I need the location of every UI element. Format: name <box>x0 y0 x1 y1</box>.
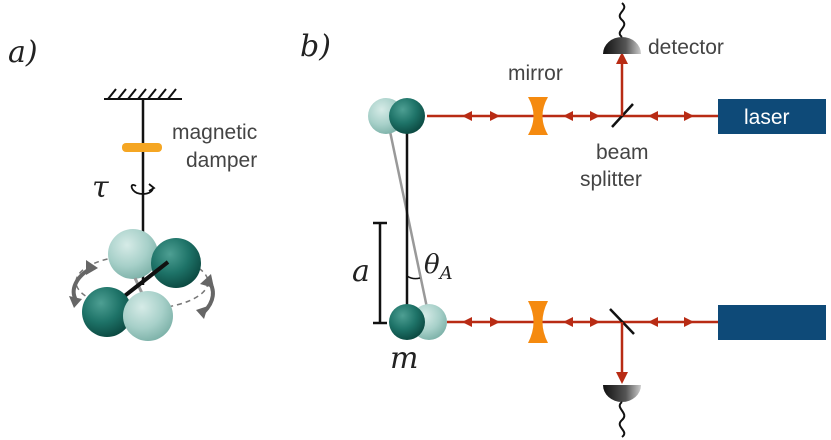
mirror-label: mirror <box>508 62 563 85</box>
top-mirror <box>528 97 548 135</box>
sphere-light-back <box>108 229 158 279</box>
signal-squiggle-icon <box>618 2 626 38</box>
bottom-mirror <box>528 301 548 343</box>
beam-splitter-label-2: splitter <box>580 168 642 191</box>
ceiling-hatch-icon <box>104 88 182 100</box>
top-laser <box>718 99 826 134</box>
top-sphere-dark <box>389 98 425 134</box>
bottom-detector-icon <box>603 385 641 402</box>
sphere-light-front <box>123 291 173 341</box>
bottom-laser <box>718 305 826 340</box>
bottom-detector-arrow <box>616 372 628 384</box>
top-beam-arrows <box>462 111 694 121</box>
distance-label: a <box>352 254 370 289</box>
rotation-arrowheads <box>69 260 214 319</box>
bottom-sphere-dark <box>389 304 425 340</box>
mass-label: m <box>390 341 418 376</box>
magnetic-damper-label-2: damper <box>186 149 257 172</box>
panel-a-label: a) <box>8 35 38 70</box>
torque-arrow-icon <box>130 183 156 195</box>
torque-symbol: τ <box>92 170 109 205</box>
bottom-signal-squiggle-icon <box>618 401 626 438</box>
rod-current <box>120 260 170 300</box>
sphere-dark-back <box>151 238 201 288</box>
sphere-dark-front <box>82 287 132 337</box>
laser-label: laser <box>744 106 790 129</box>
detector-label: detector <box>648 36 724 59</box>
bottom-beam-arrows <box>462 317 694 327</box>
angle-arc <box>406 275 421 280</box>
magnetic-damper <box>122 143 162 152</box>
detector-icon <box>603 37 641 54</box>
top-detector-arrow <box>616 52 628 64</box>
beam-splitter-label: beam <box>596 141 649 164</box>
panel-b-label: b) <box>300 29 331 64</box>
pendulum-rod-displaced <box>385 116 432 323</box>
bottom-beam-splitter <box>609 308 635 335</box>
magnetic-damper-label: magnetic <box>172 121 257 144</box>
distance-bracket <box>373 221 387 325</box>
angle-label: θA <box>424 250 453 284</box>
